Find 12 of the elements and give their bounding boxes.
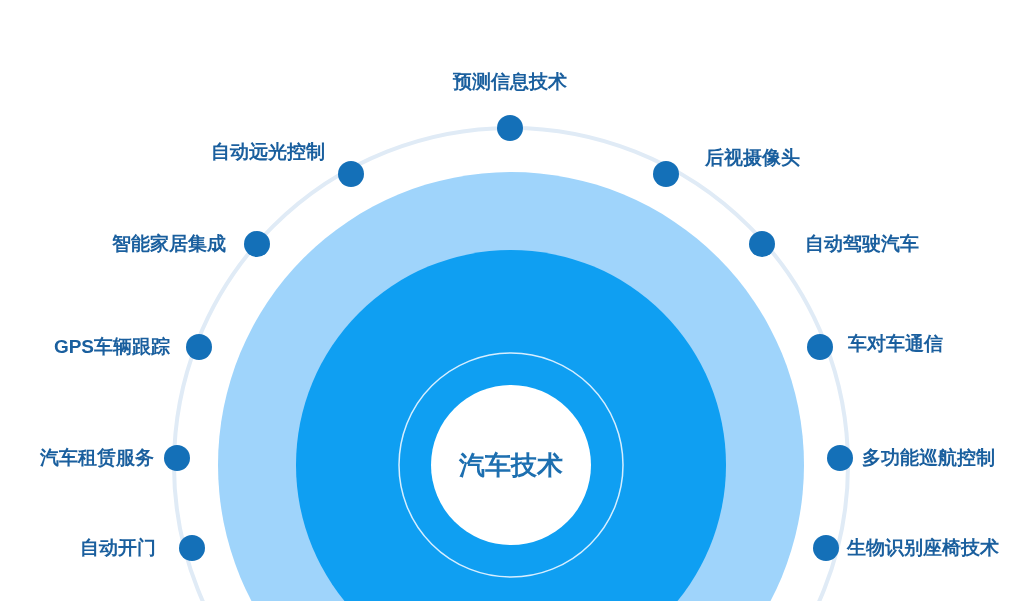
topic-label: 汽车租赁服务 — [40, 446, 154, 470]
topic-label: 智能家居集成 — [112, 232, 226, 256]
topic-label: 多功能巡航控制 — [862, 446, 995, 470]
topic-label: 自动远光控制 — [211, 140, 325, 164]
topic-label: 车对车通信 — [848, 332, 943, 356]
center-label: 汽车技术 — [459, 448, 563, 482]
topic-label: 预测信息技术 — [453, 70, 567, 94]
topic-label: 自动驾驶汽车 — [805, 232, 919, 256]
topic-label: 生物识别座椅技术 — [847, 536, 999, 560]
topic-label: 自动开门 — [80, 536, 156, 560]
topic-label: 后视摄像头 — [705, 146, 800, 170]
topic-label: GPS车辆跟踪 — [53, 335, 170, 359]
